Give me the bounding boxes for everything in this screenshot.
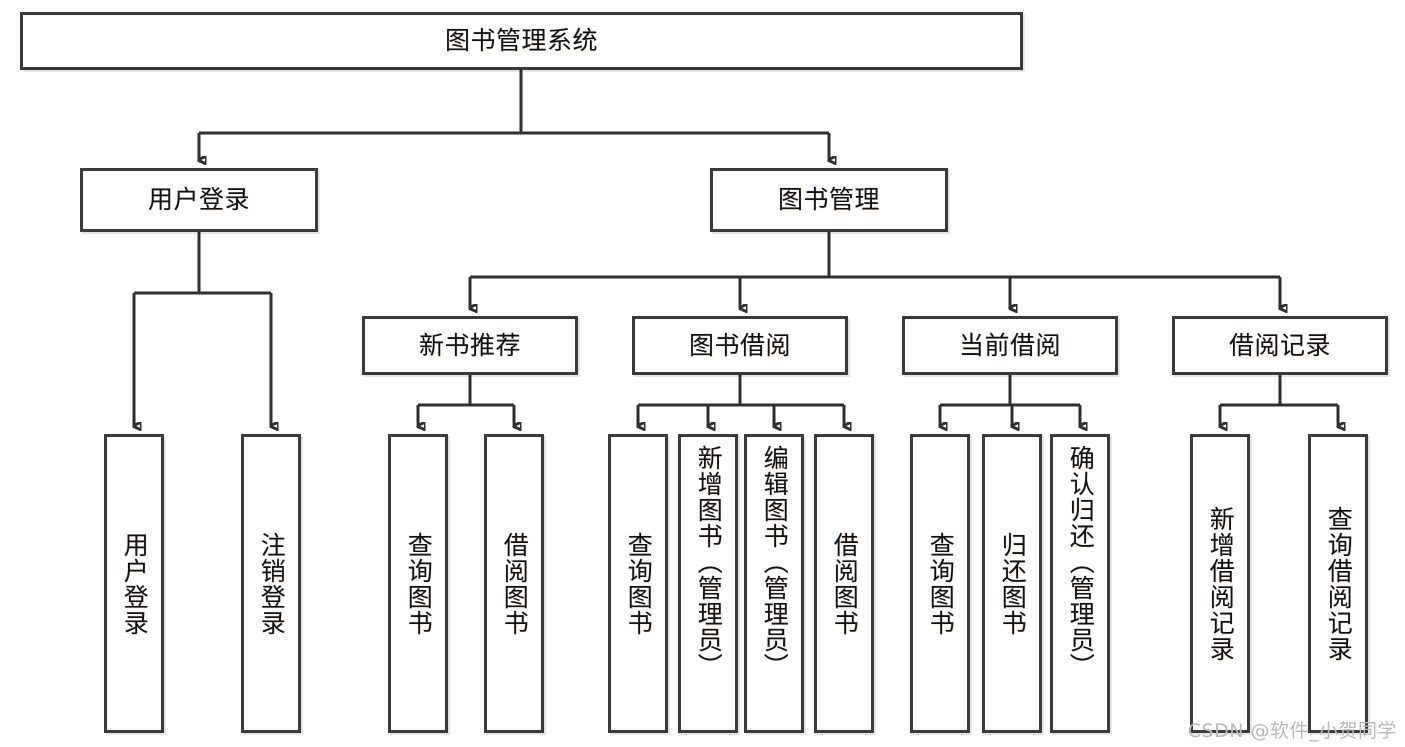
leaf-edit-book[interactable]: 编辑图书（管理员） — [744, 434, 804, 733]
node-new-book-recommend[interactable]: 新书推荐 — [362, 316, 578, 375]
leaf-query-book-3[interactable]: 查询图书 — [910, 434, 970, 733]
leaf-borrow-book-1-label: 借阅图书 — [500, 531, 530, 636]
leaf-query-book-1-label: 查询图书 — [404, 531, 434, 636]
leaf-borrow-book-2-label: 借阅图书 — [830, 531, 860, 636]
leaf-user-logout-label: 注销登录 — [257, 531, 287, 636]
node-new-book-recommend-label: 新书推荐 — [418, 330, 521, 360]
leaf-query-book-3-label: 查询图书 — [926, 531, 956, 636]
node-book-borrow-label: 图书借阅 — [688, 330, 791, 360]
leaf-query-book-1[interactable]: 查询图书 — [388, 434, 448, 733]
leaf-borrow-book-2[interactable]: 借阅图书 — [814, 434, 874, 733]
watermark-text: CSDN @软件_小贺同学 — [1187, 720, 1397, 742]
leaf-confirm-return-label: 确认归还（管理员） — [1066, 445, 1096, 679]
node-current-borrow[interactable]: 当前借阅 — [902, 316, 1118, 375]
leaf-user-logout[interactable]: 注销登录 — [241, 434, 301, 733]
leaf-borrow-book-1[interactable]: 借阅图书 — [484, 434, 544, 733]
node-borrow-record[interactable]: 借阅记录 — [1172, 316, 1388, 375]
leaf-edit-book-label: 编辑图书（管理员） — [760, 445, 790, 679]
leaf-confirm-return[interactable]: 确认归还（管理员） — [1050, 434, 1110, 733]
node-root-label: 图书管理系统 — [444, 26, 598, 56]
leaf-return-book[interactable]: 归还图书 — [982, 434, 1042, 733]
node-book-manage[interactable]: 图书管理 — [710, 168, 948, 232]
node-user-login-label: 用户登录 — [147, 185, 250, 215]
leaf-add-record-label: 新增借阅记录 — [1206, 505, 1236, 662]
leaf-query-record-label: 查询借阅记录 — [1324, 505, 1354, 662]
leaf-add-record[interactable]: 新增借阅记录 — [1190, 434, 1250, 733]
node-book-manage-label: 图书管理 — [777, 185, 880, 215]
node-root[interactable]: 图书管理系统 — [20, 12, 1023, 70]
leaf-add-book-label: 新增图书（管理员） — [694, 445, 724, 679]
leaf-user-login-label: 用户登录 — [120, 531, 150, 636]
leaf-query-record[interactable]: 查询借阅记录 — [1308, 434, 1368, 733]
leaf-add-book[interactable]: 新增图书（管理员） — [678, 434, 738, 733]
node-user-login[interactable]: 用户登录 — [80, 168, 318, 232]
node-book-borrow[interactable]: 图书借阅 — [632, 316, 848, 375]
leaf-query-book-2[interactable]: 查询图书 — [608, 434, 668, 733]
node-borrow-record-label: 借阅记录 — [1228, 330, 1331, 360]
leaf-query-book-2-label: 查询图书 — [624, 531, 654, 636]
node-current-borrow-label: 当前借阅 — [958, 330, 1061, 360]
leaf-return-book-label: 归还图书 — [998, 531, 1028, 636]
leaf-user-login[interactable]: 用户登录 — [104, 434, 164, 733]
